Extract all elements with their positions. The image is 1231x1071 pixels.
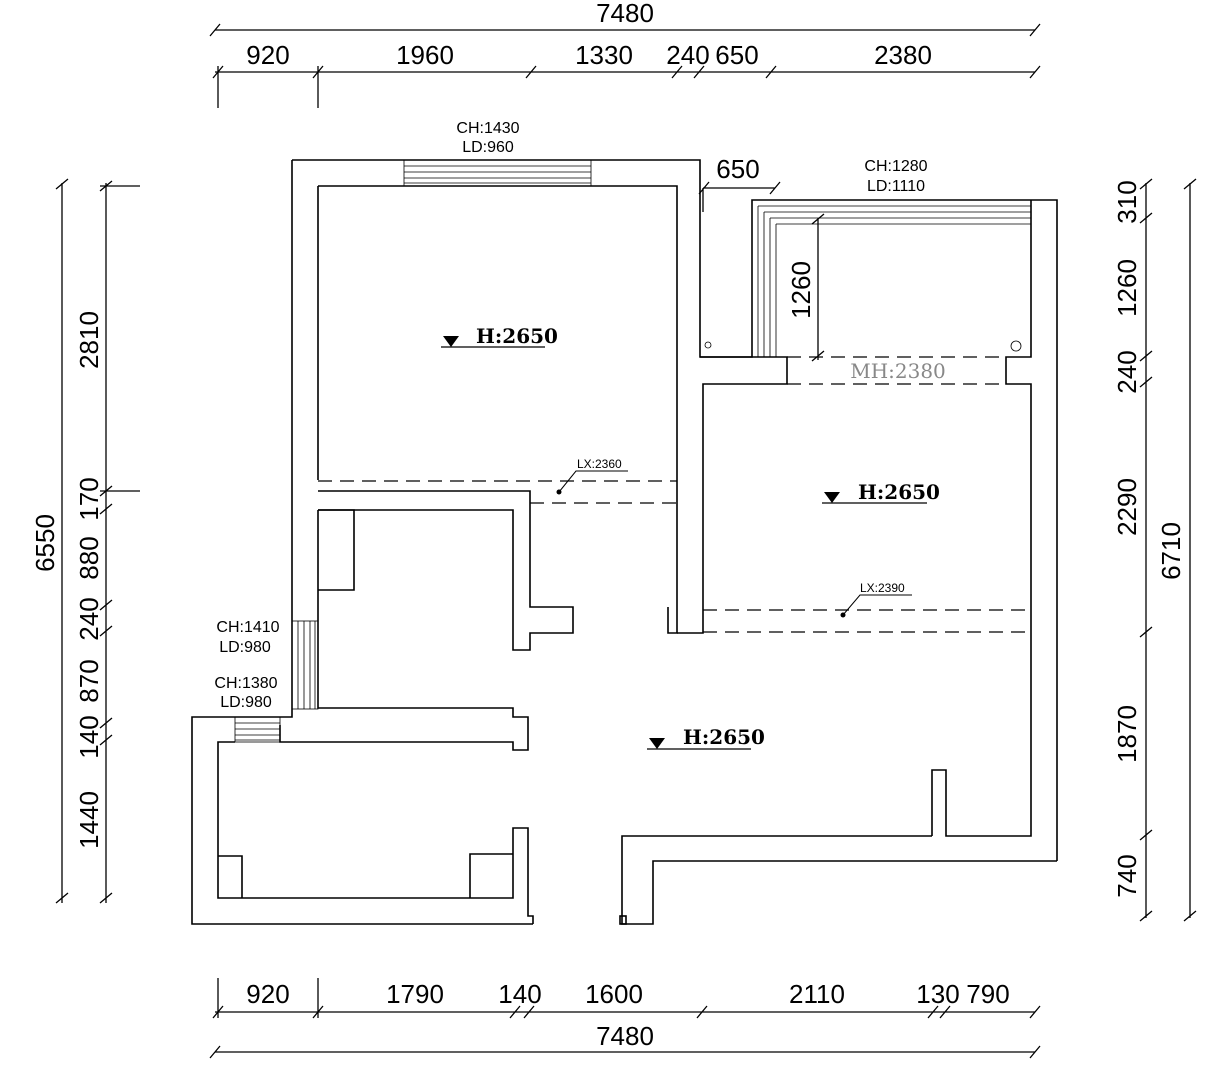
beam-left: LX:2360 xyxy=(318,457,677,504)
window-left-upper: CH:1410 LD:980 xyxy=(216,619,319,710)
window-left-lower-ch: CH:1380 xyxy=(214,675,277,692)
height-marker-left-room: H:2650 xyxy=(441,324,558,348)
top-segment-6: 2380 xyxy=(874,40,932,70)
right-segment-4: 2290 xyxy=(1112,478,1142,536)
bottom-segment-2: 1790 xyxy=(386,979,444,1009)
bottom-segment-7: 790 xyxy=(966,979,1009,1009)
bottom-total-label: 7480 xyxy=(596,1021,654,1051)
window-bedroom-top-ch: CH:1430 xyxy=(456,120,519,137)
left-segment-3: 880 xyxy=(74,536,104,579)
bottom-segment-6: 130 xyxy=(916,979,959,1009)
window-left-lower: CH:1380 LD:980 xyxy=(214,675,281,743)
height-left-room-label: H:2650 xyxy=(476,324,558,348)
bottom-segment-4: 1600 xyxy=(585,979,643,1009)
left-total-label: 6550 xyxy=(30,514,60,572)
balcony-pipe-small xyxy=(704,341,712,349)
window-bedroom-top: CH:1430 LD:960 xyxy=(403,120,592,187)
beam-right: LX:2390 xyxy=(703,581,1031,633)
window-bedroom-top-ld: LD:960 xyxy=(462,139,514,156)
bottom-dimension-chain: 920 1790 140 1600 2110 130 790 7480 xyxy=(209,978,1041,1059)
top-segment-2: 1960 xyxy=(396,40,454,70)
balcony-width-label: 650 xyxy=(716,154,759,184)
height-marker-right-room: H:2650 xyxy=(822,480,940,504)
top-segment-1: 920 xyxy=(246,40,289,70)
bottom-segment-5: 2110 xyxy=(789,979,845,1009)
left-segment-6: 140 xyxy=(74,715,104,758)
window-left-upper-ld: LD:980 xyxy=(219,639,271,656)
left-segment-1: 2810 xyxy=(74,311,104,369)
right-segment-3: 240 xyxy=(1112,350,1142,393)
right-segment-6: 740 xyxy=(1112,854,1142,897)
height-marker-living: H:2650 xyxy=(647,725,765,750)
bottom-segment-3: 140 xyxy=(498,979,541,1009)
window-balcony-ld: LD:1110 xyxy=(867,178,925,195)
left-segment-2: 170 xyxy=(74,477,104,520)
right-segment-5: 1870 xyxy=(1112,705,1142,763)
window-left-upper-ch: CH:1410 xyxy=(216,619,279,636)
window-balcony: CH:1280 LD:1110 xyxy=(864,158,927,195)
beam-balcony-label: MH:2380 xyxy=(850,359,946,383)
walls: 650 1260 xyxy=(191,154,1058,925)
height-right-room-label: H:2650 xyxy=(858,480,940,504)
bottom-segment-1: 920 xyxy=(246,979,289,1009)
top-segment-5: 650 xyxy=(715,40,758,70)
left-dimension-chain: 6550 2810 170 880 240 870 140 1440 xyxy=(30,178,140,904)
top-segment-4: 240 xyxy=(666,40,709,70)
left-segment-4: 240 xyxy=(74,597,104,640)
top-segment-3: 1330 xyxy=(575,40,633,70)
balcony-depth-label: 1260 xyxy=(786,261,816,319)
height-living-label: H:2650 xyxy=(683,725,765,749)
window-balcony-ch: CH:1280 xyxy=(864,158,927,175)
right-segment-1: 310 xyxy=(1112,180,1142,223)
right-dimension-chain: 310 1260 240 2290 1870 740 6710 xyxy=(1112,178,1197,922)
left-segment-5: 870 xyxy=(74,659,104,702)
right-segment-2: 1260 xyxy=(1112,259,1142,317)
right-total-label: 6710 xyxy=(1156,522,1186,580)
beam-balcony: MH:2380 xyxy=(787,356,1006,385)
balcony-pipe-large xyxy=(1010,340,1022,352)
top-total-label: 7480 xyxy=(596,0,654,28)
window-left-lower-ld: LD:980 xyxy=(220,694,272,711)
left-segment-7: 1440 xyxy=(74,791,104,849)
beam-right-label: LX:2390 xyxy=(860,581,905,595)
beam-left-label: LX:2360 xyxy=(577,457,622,471)
top-dimension-chain: 7480 920 1960 1330 240 650 2380 xyxy=(209,0,1041,108)
